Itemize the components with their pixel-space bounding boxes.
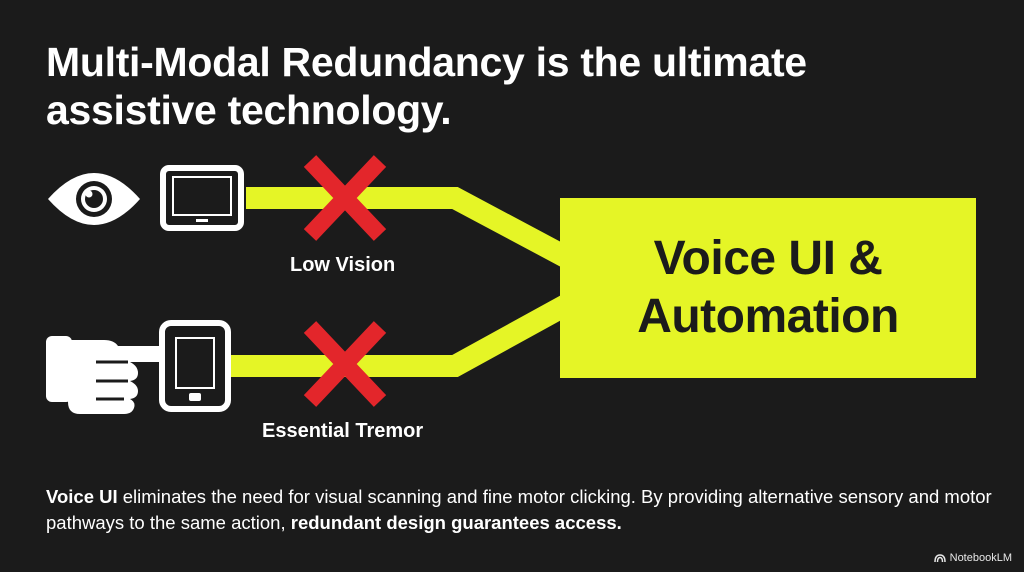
footer-end-bold: redundant design guarantees access. xyxy=(290,512,622,533)
path-label-essential-tremor: Essential Tremor xyxy=(262,420,424,442)
footer-lead-bold: Voice UI xyxy=(46,486,118,507)
path-label-low-vision: Low Vision xyxy=(290,254,396,276)
pointing-hand-icon xyxy=(46,336,186,414)
tablet-icon xyxy=(160,165,244,231)
title-line-2: assistive technology. xyxy=(46,87,452,133)
eye-icon xyxy=(48,173,140,225)
brand-watermark: NotebookLM xyxy=(933,552,1012,564)
connector-bottom xyxy=(228,290,581,377)
notebooklm-logo-icon xyxy=(933,553,946,562)
title-line-1: Multi-Modal Redundancy is the ultimate xyxy=(46,39,807,85)
brand-name: NotebookLM xyxy=(949,552,1012,564)
footer-caption: Voice UI eliminates the need for visual … xyxy=(46,484,996,536)
connector-top xyxy=(246,187,581,272)
target-line-1: Voice UI & xyxy=(653,232,883,285)
blocked-x-icon-bottom xyxy=(303,321,387,407)
footer-middle: eliminates the need for visual scanning … xyxy=(46,486,992,533)
target-line-2: Automation xyxy=(637,290,899,343)
page-title: Multi-Modal Redundancy is the ultimate a… xyxy=(46,38,946,134)
voice-ui-automation-box: Voice UI & Automation xyxy=(560,198,976,378)
phone-icon xyxy=(159,320,231,412)
blocked-x-icon-top xyxy=(303,155,387,241)
